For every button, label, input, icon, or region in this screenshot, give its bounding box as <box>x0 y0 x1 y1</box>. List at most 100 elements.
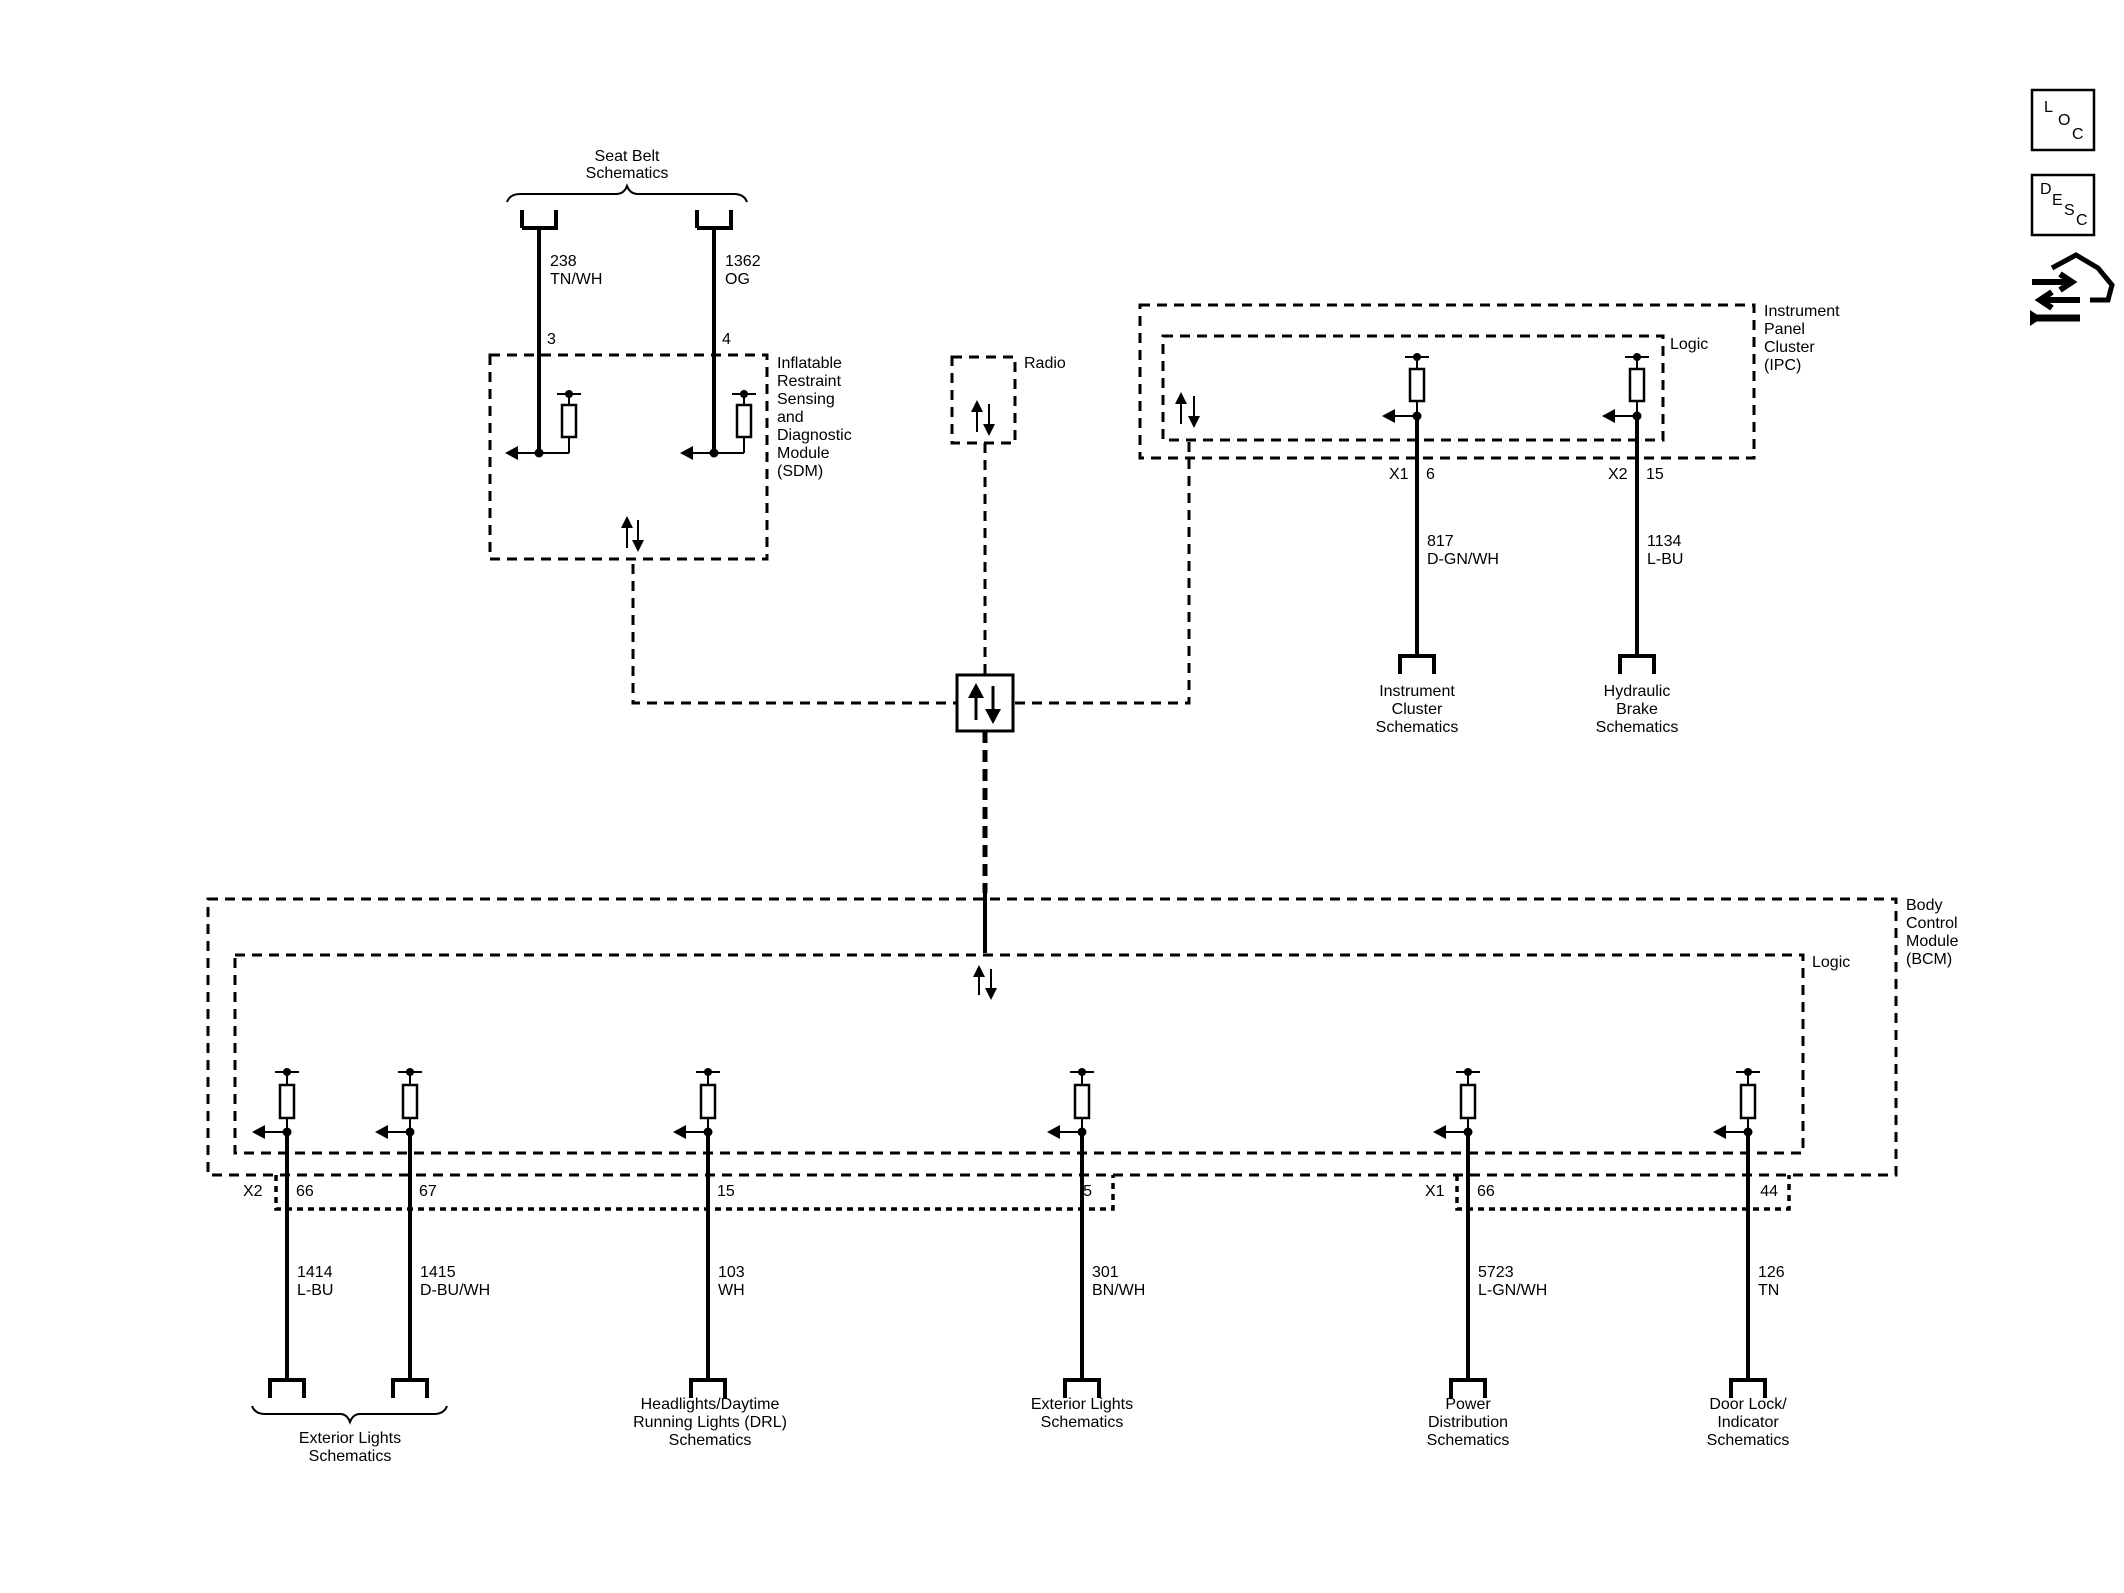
circuit-103-number: 103 <box>718 1264 745 1281</box>
connector-5723-end <box>1449 1378 1487 1398</box>
bcm-wires: 661414L-BU671415D-BU/WH15103WH5301BN/WH6… <box>252 1068 1785 1398</box>
ipc-module-box <box>1138 303 1756 460</box>
svg-text:(SDM): (SDM) <box>777 463 823 480</box>
circuit-1134-number: 1134 <box>1647 533 1682 550</box>
bcm-pin-15: 15 <box>717 1183 735 1200</box>
bcm-pin-67: 67 <box>419 1183 437 1200</box>
sdm-input-circuit-3 <box>505 390 581 460</box>
ipc-logic-label: Logic <box>1670 336 1708 353</box>
serial-data-bus <box>631 440 1191 953</box>
headlights-drl-schematics-label: Headlights/Daytime Running Lights (DRL) … <box>633 1396 787 1449</box>
bcm-pin-5: 5 <box>1083 1183 1092 1200</box>
bcm-serial-data-icon <box>973 965 997 1000</box>
exterior-lights-schematics-label-1: Exterior Lights Schematics <box>251 1405 448 1465</box>
bcm-pullup-resistor <box>1739 1083 1757 1120</box>
bcm-pin-66: 66 <box>1477 1183 1495 1200</box>
circuit-103-color: WH <box>718 1282 745 1299</box>
bcm-pullup-resistor <box>278 1083 296 1120</box>
loc-icon[interactable]: L O C <box>2030 88 2096 152</box>
svg-text:Schematics: Schematics <box>1707 1432 1790 1449</box>
loc-icon-letter-l: L <box>2044 99 2053 116</box>
circuit-817-number: 817 <box>1427 533 1454 550</box>
exterior-lights-schematics-label-2: Exterior Lights Schematics <box>1031 1396 1133 1431</box>
ipc-connector-1134-end <box>1618 654 1656 674</box>
serial-data-splice-icon <box>955 673 1015 733</box>
circuit-126-number: 126 <box>1758 1264 1785 1281</box>
ipc-serial-data-icon <box>1175 392 1200 428</box>
svg-text:Diagnostic: Diagnostic <box>777 427 852 444</box>
bcm-input-arrow <box>375 1125 388 1139</box>
seat-belt-connector-3 <box>520 210 558 230</box>
circuit-126-color: TN <box>1758 1282 1779 1299</box>
desc-icon[interactable]: D E S C <box>2030 173 2096 237</box>
desc-icon-letter-s: S <box>2064 202 2075 219</box>
desc-icon-letter-e: E <box>2052 192 2063 209</box>
svg-text:Power: Power <box>1445 1396 1491 1413</box>
svg-text:Schematics: Schematics <box>586 165 669 182</box>
ipc-input-circuit-x2-15 <box>1602 353 1649 423</box>
connector-1414-end <box>268 1378 306 1398</box>
bcm-connector-x1-label: X1 <box>1425 1183 1445 1200</box>
bcm-logic-box <box>233 953 1805 1155</box>
bcm-input-arrow <box>1433 1125 1446 1139</box>
svg-text:Schematics: Schematics <box>1427 1432 1510 1449</box>
ipc-input-circuit-x1-6 <box>1382 353 1429 423</box>
sdm-pin-3: 3 <box>547 331 556 348</box>
circuit-1134-color: L-BU <box>1647 551 1683 568</box>
connector-126-end <box>1729 1378 1767 1398</box>
svg-text:Inflatable: Inflatable <box>777 355 842 372</box>
loc-icon-letter-c: C <box>2072 126 2084 143</box>
seat-belt-label: Seat Belt Schematics <box>506 148 748 203</box>
circuit-5723-number: 5723 <box>1478 1264 1514 1281</box>
circuit-1415-number: 1415 <box>420 1264 456 1281</box>
circuit-238-color: TN/WH <box>550 271 602 288</box>
ipc-pin-15: 15 <box>1646 466 1664 483</box>
circuit-5723-color: L-GN/WH <box>1478 1282 1547 1299</box>
svg-text:Module: Module <box>777 445 830 462</box>
radio-label: Radio <box>1024 355 1066 372</box>
svg-text:Exterior Lights: Exterior Lights <box>1031 1396 1133 1413</box>
bcm-pullup-resistor <box>699 1083 717 1120</box>
ipc-logic-box <box>1161 334 1665 442</box>
ipc-connector-x2: X2 <box>1608 466 1628 483</box>
bcm-pin-44: 44 <box>1760 1183 1778 1200</box>
circuit-238-number: 238 <box>550 253 577 270</box>
svg-text:and: and <box>777 409 804 426</box>
connector-103-end <box>689 1378 727 1398</box>
desc-icon-letter-d: D <box>2040 181 2052 198</box>
bcm-pullup-resistor <box>1073 1083 1091 1120</box>
radio-module-box <box>950 355 1017 445</box>
ipc-connector-x1: X1 <box>1389 466 1409 483</box>
circuit-1362-number: 1362 <box>725 253 761 270</box>
svg-text:Seat Belt: Seat Belt <box>595 148 660 165</box>
service-icon[interactable] <box>2030 252 2115 326</box>
seat-belt-connector-4 <box>695 210 733 230</box>
bcm-connector-x2-group <box>274 1175 1115 1211</box>
svg-text:Cluster: Cluster <box>1392 701 1443 718</box>
svg-text:Schematics: Schematics <box>309 1448 392 1465</box>
svg-text:Body: Body <box>1906 897 1942 914</box>
ipc-connector-817-end <box>1398 654 1436 674</box>
svg-text:Hydraulic: Hydraulic <box>1604 683 1671 700</box>
svg-text:Schematics: Schematics <box>1376 719 1459 736</box>
bcm-logic-label: Logic <box>1812 954 1850 971</box>
circuit-1362-color: OG <box>725 271 750 288</box>
svg-text:(BCM): (BCM) <box>1906 951 1952 968</box>
bcm-input-arrow <box>1047 1125 1060 1139</box>
bcm-label: Body Control Module (BCM) <box>1906 897 1959 968</box>
svg-text:Instrument: Instrument <box>1764 303 1840 320</box>
svg-text:Module: Module <box>1906 933 1959 950</box>
svg-text:(IPC): (IPC) <box>1764 357 1801 374</box>
ipc-label: Instrument Panel Cluster (IPC) <box>1764 303 1840 374</box>
bcm-connector-x1-group <box>1455 1175 1791 1211</box>
instrument-cluster-schematics-label: Instrument Cluster Schematics <box>1376 683 1459 736</box>
sdm-label: Inflatable Restraint Sensing and Diagnos… <box>777 355 852 480</box>
svg-text:Running Lights (DRL): Running Lights (DRL) <box>633 1414 787 1431</box>
bcm-input-arrow <box>673 1125 686 1139</box>
